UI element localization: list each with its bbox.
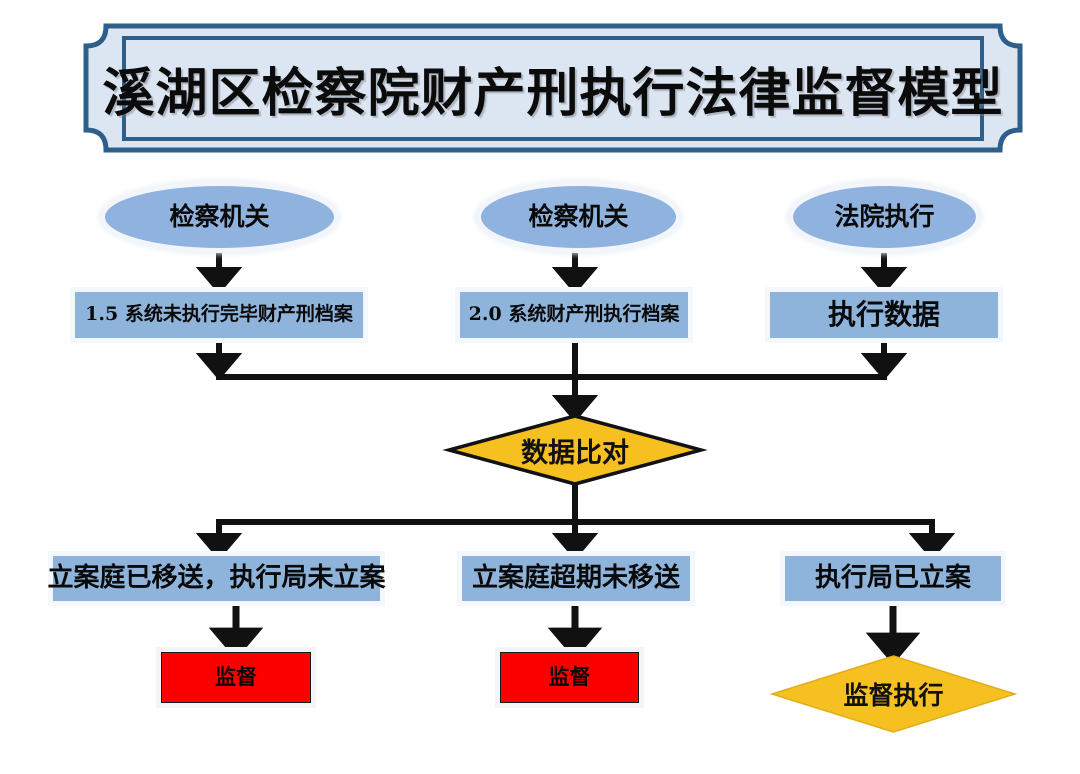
source-node-1[interactable]: 检察机关	[105, 186, 334, 248]
source-node-1-label: 检察机关	[169, 201, 270, 231]
supervise-diamond-shape	[769, 655, 1018, 733]
title-banner-frame	[83, 23, 1023, 153]
result-node-1-label: 立案庭已移送，执行局未立案	[47, 562, 386, 593]
source-node-2-label: 检察机关	[528, 201, 629, 231]
result-node-2[interactable]: 立案庭超期未移送	[462, 556, 690, 601]
page-title: 溪湖区检察院财产刑执行法律监督模型	[102, 62, 1004, 124]
result-node-3-label: 执行局已立案	[814, 562, 971, 593]
title-banner: 溪湖区检察院财产刑执行法律监督模型	[72, 23, 1034, 153]
compare-node[interactable]: 数据比对	[442, 414, 708, 486]
action-node-1-label: 监督	[215, 664, 257, 690]
source-node-3-label: 法院执行	[834, 201, 935, 231]
compare-diamond-shape	[442, 414, 708, 486]
result-node-1[interactable]: 立案庭已移送，执行局未立案	[48, 556, 386, 601]
action-node-2[interactable]: 监督	[500, 652, 639, 703]
dataset-node-3[interactable]: 执行数据	[770, 292, 998, 338]
result-node-2-label: 立案庭超期未移送	[471, 562, 680, 593]
dataset-node-2-label: 2.0 系统财产刑执行档案	[468, 303, 680, 326]
dataset-node-2[interactable]: 2.0 系统财产刑执行档案	[460, 292, 688, 338]
action-node-1[interactable]: 监督	[161, 652, 311, 703]
action-node-3[interactable]: 监督执行	[769, 655, 1018, 733]
source-node-2[interactable]: 检察机关	[481, 186, 676, 248]
result-node-3[interactable]: 执行局已立案	[785, 556, 1001, 601]
dataset-node-1[interactable]: 1.5 系统未执行完毕财产刑档案	[75, 292, 363, 338]
dataset-node-3-label: 执行数据	[827, 298, 940, 332]
source-node-3[interactable]: 法院执行	[793, 186, 976, 248]
action-node-2-label: 监督	[548, 664, 591, 690]
dataset-node-1-label: 1.5 系统未执行完毕财产刑档案	[85, 303, 353, 326]
